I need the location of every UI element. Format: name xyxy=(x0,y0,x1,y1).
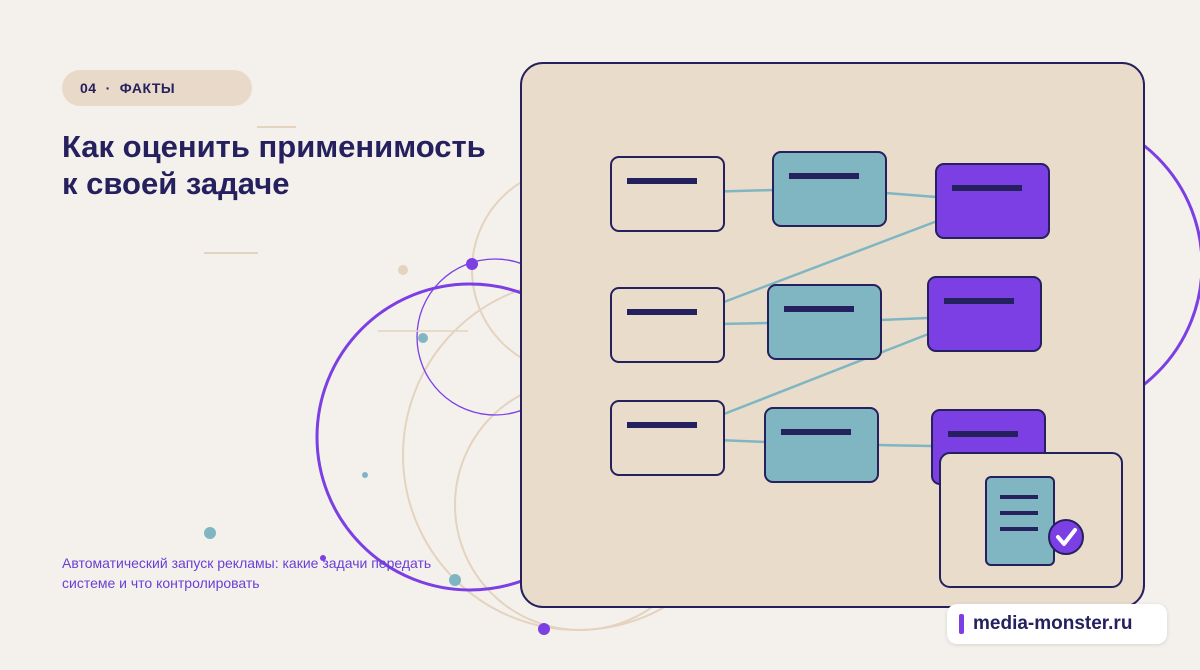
decor-dot xyxy=(449,574,461,586)
decor-dot xyxy=(320,555,326,561)
brand-badge[interactable]: media-monster.ru xyxy=(947,604,1167,644)
decor-dot xyxy=(362,472,368,478)
card-text-line xyxy=(944,298,1014,304)
connector-line xyxy=(876,443,934,448)
flow-row-1 xyxy=(610,151,1050,239)
section-pill: 04 · ФАКТЫ xyxy=(62,70,252,106)
card-text-line xyxy=(948,431,1018,437)
decor-dots xyxy=(204,258,550,635)
source-card xyxy=(610,156,725,232)
connector-line xyxy=(884,191,938,199)
process-card xyxy=(767,284,882,360)
decor-dot xyxy=(418,333,428,343)
card-text-line xyxy=(627,309,697,315)
result-card xyxy=(935,163,1050,239)
card-text-line xyxy=(781,429,851,435)
card-text-line xyxy=(627,422,697,428)
page-title: Как оценить применимость к своей задаче xyxy=(62,129,486,201)
approval-card xyxy=(939,452,1123,588)
card-text-line xyxy=(784,306,854,312)
connector-line xyxy=(879,316,930,322)
document-icon xyxy=(985,476,1055,566)
section-label: ФАКТЫ xyxy=(119,80,176,96)
decor-dot xyxy=(538,623,550,635)
decor-dot xyxy=(398,265,408,275)
source-card xyxy=(610,400,725,476)
section-number: 04 xyxy=(80,80,97,96)
flow-row-2 xyxy=(610,276,1042,363)
decor-dot xyxy=(204,527,216,539)
source-card xyxy=(610,287,725,363)
result-card xyxy=(927,276,1042,352)
section-separator: · xyxy=(105,80,111,96)
brand-text: media-monster.ru xyxy=(973,613,1133,634)
decor-dot xyxy=(466,258,478,270)
card-text-line xyxy=(627,178,697,184)
process-card xyxy=(764,407,879,483)
process-card xyxy=(772,151,887,227)
card-text-line xyxy=(789,173,859,179)
card-text-line xyxy=(952,185,1022,191)
checkmark-icon xyxy=(1048,519,1084,555)
page-subtitle: Автоматический запуск рекламы: какие зад… xyxy=(62,555,432,591)
brand-bar-icon xyxy=(959,614,964,634)
